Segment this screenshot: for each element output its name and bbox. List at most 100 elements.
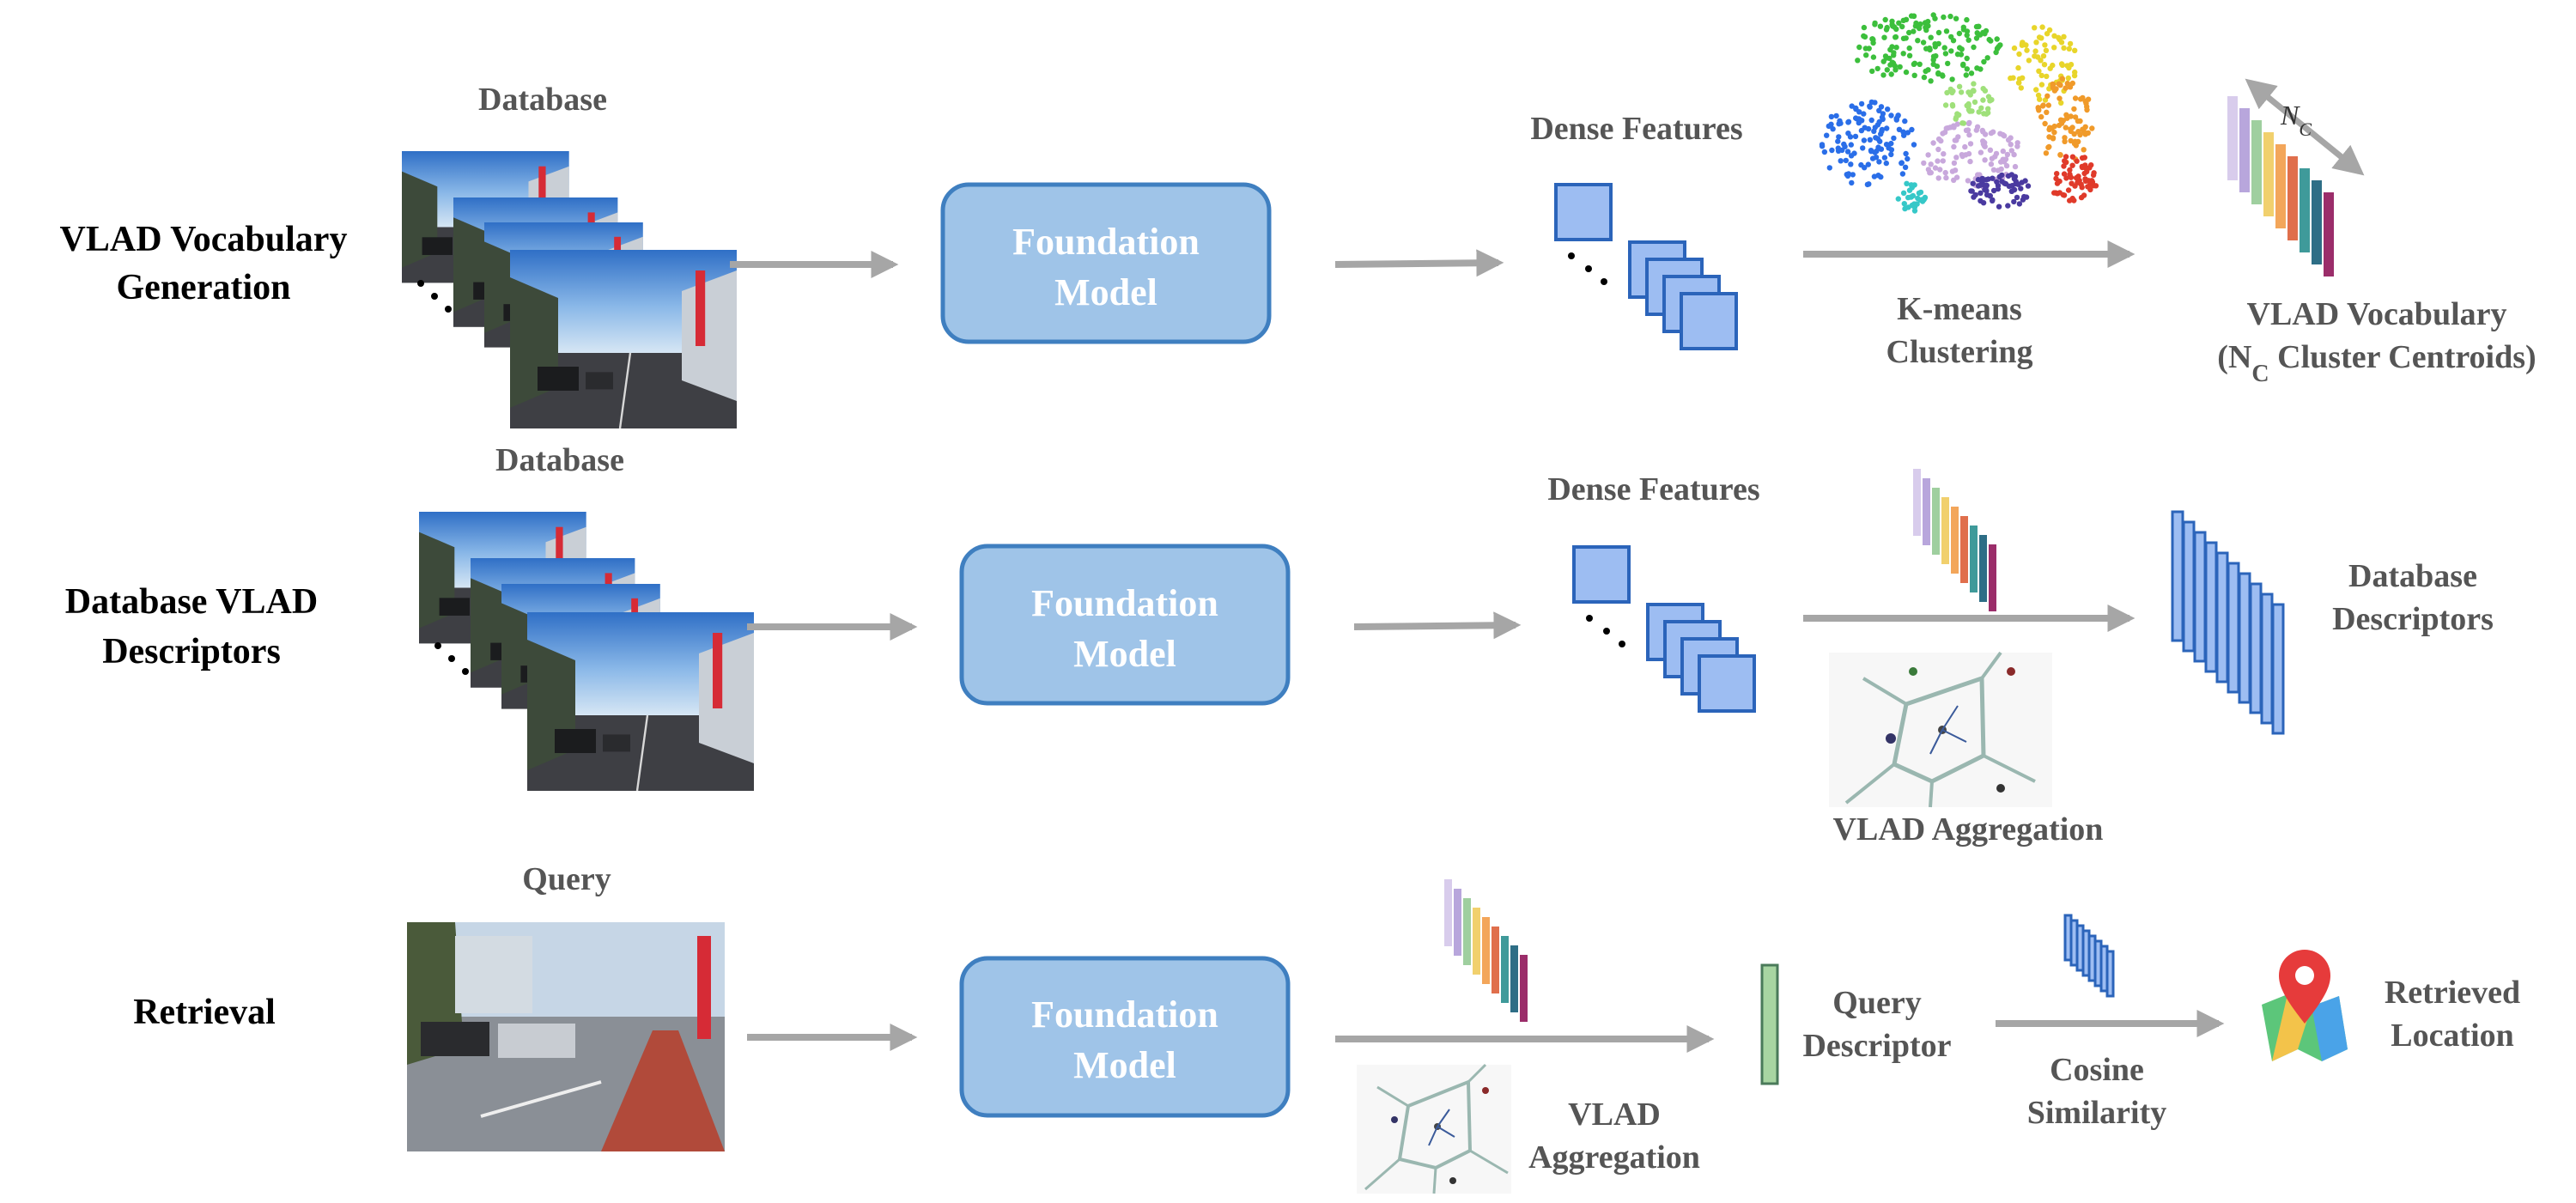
scatter-point bbox=[1867, 103, 1873, 109]
scatter-point bbox=[1953, 114, 1959, 121]
descriptor-bar bbox=[2238, 572, 2251, 704]
scatter-point bbox=[1892, 63, 1898, 70]
scatter-point bbox=[2016, 51, 2022, 58]
scatter-point bbox=[1998, 166, 2004, 173]
scatter-point bbox=[1923, 68, 1929, 75]
scatter-point bbox=[1848, 142, 1854, 148]
scatter-point bbox=[1868, 99, 1874, 106]
scatter-point bbox=[1954, 52, 1961, 58]
scatter-point bbox=[2066, 46, 2072, 52]
row2-model-line2: Model bbox=[1073, 633, 1176, 675]
row1-clustering-line2: Clustering bbox=[1886, 334, 2033, 370]
row2-descriptors-line1: Database bbox=[2348, 558, 2477, 594]
row1-nc-label: NC bbox=[2280, 100, 2312, 140]
row3-similarity-line2: Similarity bbox=[2027, 1095, 2167, 1131]
query-descriptor-icon bbox=[1760, 963, 1779, 1085]
scatter-point bbox=[1884, 125, 1890, 131]
scatter-point bbox=[2081, 170, 2087, 177]
scatter-point bbox=[2058, 39, 2065, 46]
scatter-point bbox=[1915, 38, 1921, 44]
scatter-point bbox=[1930, 140, 1936, 146]
scatter-point bbox=[1908, 194, 1915, 200]
scatter-point bbox=[1911, 142, 1917, 148]
scatter-point bbox=[2051, 129, 2057, 136]
scatter-point bbox=[1900, 190, 1907, 196]
scatter-point bbox=[2084, 104, 2090, 110]
scatter-point bbox=[2080, 126, 2086, 132]
scatter-point bbox=[1949, 76, 1955, 82]
centroid-bar bbox=[1492, 927, 1499, 993]
scatter-point bbox=[1999, 172, 2005, 179]
scatter-point bbox=[1965, 150, 1972, 157]
scatter-point bbox=[1988, 130, 1995, 137]
row3-query-line1: Query bbox=[1832, 985, 1921, 1021]
scatter-point bbox=[2069, 195, 2075, 202]
scatter-point bbox=[1899, 160, 1905, 166]
centroid-bar bbox=[1520, 955, 1528, 1022]
scatter-point bbox=[1984, 55, 1990, 61]
scatter-point bbox=[1955, 134, 1961, 140]
scatter-point bbox=[2008, 148, 2014, 154]
scatter-point bbox=[1917, 61, 1923, 68]
scatter-point bbox=[1848, 161, 1854, 167]
scatter-point bbox=[1903, 150, 1909, 157]
scatter-point bbox=[1865, 161, 1871, 167]
street-image-stack-icon bbox=[401, 150, 738, 430]
scatter-point bbox=[2002, 156, 2009, 162]
scatter-point bbox=[1928, 161, 1934, 167]
scatter-point bbox=[1872, 21, 1878, 27]
voronoi-aggregation-icon bbox=[1829, 651, 2052, 808]
scatter-point bbox=[2005, 203, 2011, 209]
scatter-point bbox=[2075, 129, 2081, 135]
scatter-point bbox=[1888, 140, 1894, 147]
scatter-point bbox=[2045, 144, 2051, 150]
row1-clustering-line1: K-means bbox=[1897, 291, 2022, 327]
scatter-point bbox=[1909, 202, 1915, 209]
scatter-point bbox=[1870, 54, 1877, 60]
scatter-point bbox=[2036, 68, 2042, 75]
descriptor-bar bbox=[2105, 950, 2115, 998]
scatter-point bbox=[1877, 138, 1883, 144]
scatter-point bbox=[1856, 109, 1862, 115]
scatter-point bbox=[2044, 109, 2050, 115]
scatter-point bbox=[1911, 61, 1917, 68]
scatter-point bbox=[2081, 147, 2087, 153]
scatter-point bbox=[2050, 82, 2056, 88]
scatter-point bbox=[1969, 188, 1975, 194]
descriptor-bar bbox=[2193, 531, 2207, 663]
scatter-point bbox=[2013, 180, 2019, 187]
scatter-point bbox=[2091, 170, 2097, 176]
centroid-bar bbox=[1454, 889, 1461, 956]
scatter-point bbox=[1941, 45, 1947, 51]
scatter-point bbox=[2040, 102, 2046, 108]
scatter-point bbox=[1950, 38, 1957, 44]
scatter-point bbox=[1830, 126, 1836, 132]
scatter-point bbox=[2075, 173, 2081, 179]
scatter-point bbox=[1964, 16, 1970, 23]
scatter-point bbox=[1826, 165, 1832, 171]
scatter-point bbox=[2093, 183, 2099, 189]
scatter-point bbox=[1940, 131, 1946, 137]
scatter-point bbox=[1911, 208, 1918, 214]
scatter-point bbox=[2006, 183, 2012, 189]
kmeans-scatter-icon bbox=[1819, 12, 2099, 214]
row2-features-label: Dense Features bbox=[1547, 471, 1759, 507]
street-image-stack-icon bbox=[418, 511, 756, 793]
centroid-bar bbox=[1913, 469, 1921, 536]
scatter-point bbox=[1885, 106, 1891, 112]
scatter-point bbox=[2040, 52, 2047, 59]
scatter-point bbox=[1932, 165, 1939, 171]
scatter-point bbox=[2063, 175, 2069, 181]
descriptor-bar bbox=[2260, 592, 2274, 725]
scatter-point bbox=[1954, 121, 1960, 127]
scatter-point bbox=[2045, 102, 2051, 108]
descriptor-bar bbox=[2249, 582, 2263, 714]
scatter-point bbox=[2078, 194, 2085, 201]
scatter-point bbox=[1899, 23, 1905, 30]
scatter-point bbox=[1994, 179, 2000, 185]
scatter-point bbox=[1943, 28, 1950, 34]
row3-images-label: Query bbox=[522, 861, 611, 897]
scatter-point bbox=[1873, 135, 1879, 141]
scatter-point bbox=[1869, 155, 1876, 161]
